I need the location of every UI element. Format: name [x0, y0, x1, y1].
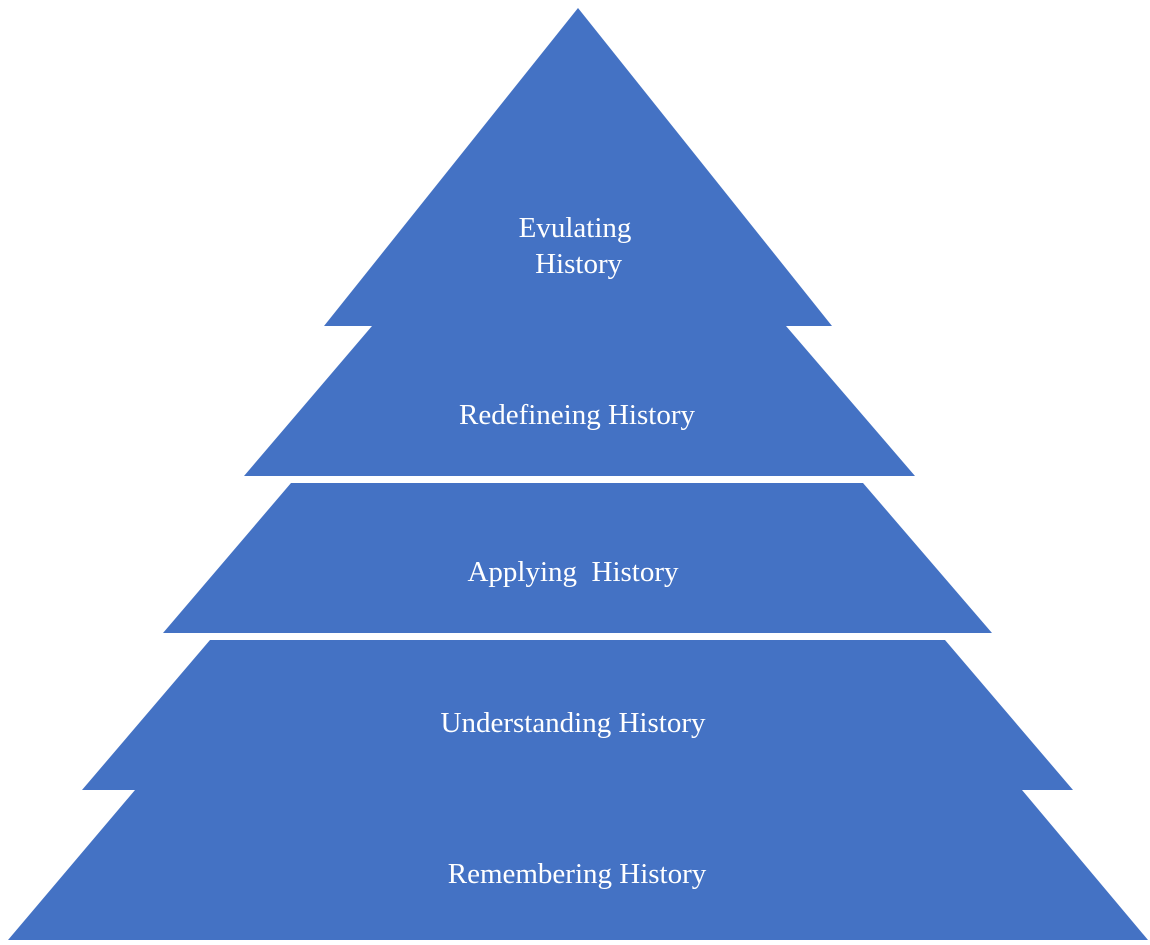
level-3-label: Applying History [467, 556, 679, 588]
level-4-label: Understanding History [440, 707, 706, 739]
pyramid-level-4-shape [82, 640, 1073, 790]
pyramid-level-2-shape [244, 326, 915, 476]
level-1-label: Evulating History [518, 212, 632, 280]
level-2-label: Redefineing History [459, 399, 695, 431]
pyramid-level-5-shape [8, 790, 1148, 940]
pyramid-level-3-shape [163, 483, 992, 633]
level-5-label: Remembering History [447, 858, 707, 890]
pyramid-level-1-shape [324, 8, 832, 326]
